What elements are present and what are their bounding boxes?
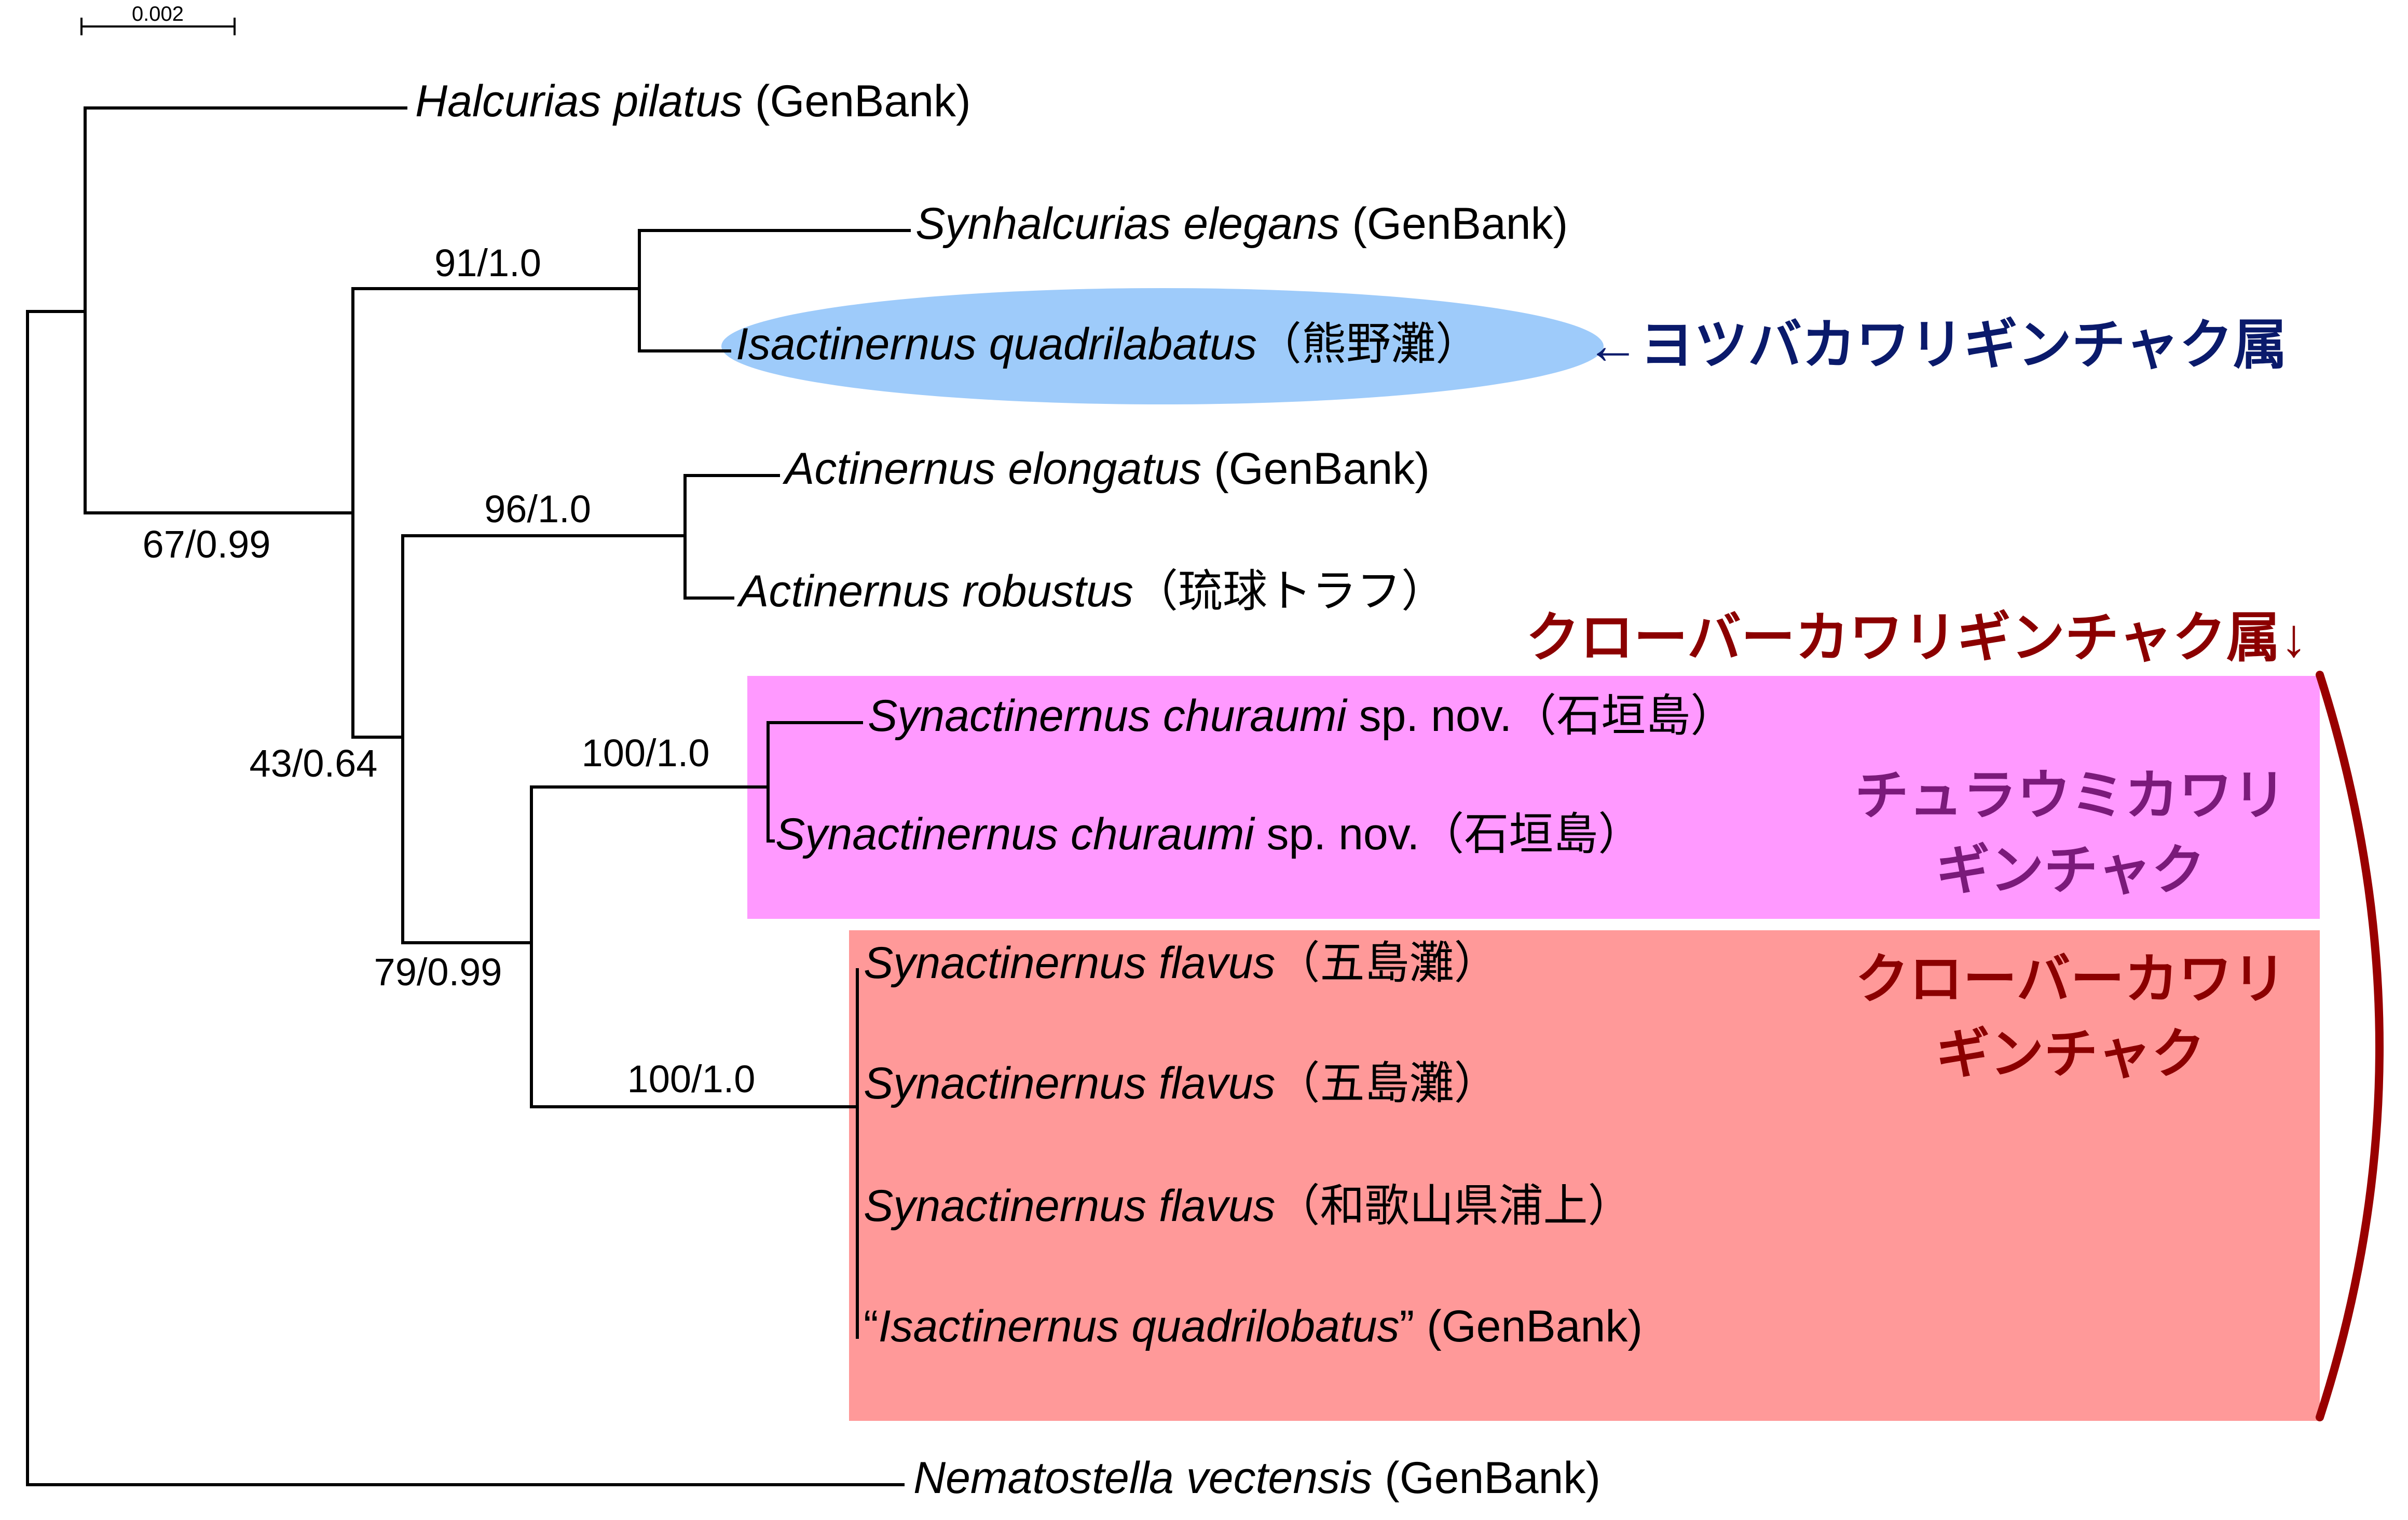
taxon-label: Halcurias pilatus (GenBank)	[415, 76, 971, 126]
taxon-label: Synactinernus churaumi sp. nov.（石垣島）	[868, 691, 1735, 741]
support-label: 100/1.0	[582, 731, 710, 775]
churaumi-label-line1: チュラウミカワリ	[1855, 766, 2287, 826]
support-label: 43/0.64	[250, 742, 378, 785]
support-values: 91/1.0 67/0.99 96/1.0 43/0.64 100/1.0 79…	[143, 241, 756, 1101]
taxon-label: Synactinernus churaumi sp. nov.（石垣島）	[775, 809, 1643, 859]
taxon-label: Actinernus robustus（琉球トラフ）	[736, 566, 1446, 616]
support-label: 67/0.99	[143, 523, 271, 566]
support-label: 96/1.0	[484, 487, 591, 531]
scale-bar: 0.002	[80, 3, 236, 35]
taxon-label: Actinernus elongatus (GenBank)	[782, 444, 1430, 494]
clover-label-line2: ギンチャク	[1936, 1024, 2206, 1084]
taxon-label: Nematostella vectensis (GenBank)	[913, 1453, 1600, 1503]
taxon-label: Synhalcurias elegans (GenBank)	[915, 199, 1568, 249]
churaumi-label-line2: ギンチャク	[1936, 840, 2206, 901]
genus-bracket	[2316, 671, 2384, 1421]
support-label: 91/1.0	[434, 241, 541, 284]
taxon-labels: Halcurias pilatus (GenBank) Synhalcurias…	[415, 76, 1735, 1503]
clover-highlight-box	[849, 930, 2320, 1421]
support-label: 79/0.99	[374, 951, 502, 994]
group-annotations: ←ヨツバカワリギンチャク属 クローバーカワリギンチャク属↓ チュラウミカワリ ギ…	[1526, 315, 2384, 1421]
taxon-label: Synactinernus flavus（五島灘）	[864, 938, 1499, 988]
isactinernus-highlight	[721, 288, 1604, 404]
taxon-label: “Isactinernus quadrilobatus” (GenBank)	[864, 1301, 1643, 1351]
genus-label-yotsuba: ←ヨツバカワリギンチャク属	[1586, 315, 2287, 375]
support-label: 100/1.0	[627, 1057, 756, 1101]
genus-label-clover: クローバーカワリギンチャク属↓	[1526, 608, 2307, 668]
clover-label-line1: クローバーカワリ	[1855, 949, 2287, 1010]
tree-branches	[26, 106, 911, 1486]
taxon-label: Isactinernus quadrilabatus（熊野灘）	[736, 319, 1480, 369]
scale-bar-label: 0.002	[132, 3, 184, 25]
taxon-label: Synactinernus flavus（和歌山県浦上）	[864, 1181, 1633, 1231]
taxon-label: Synactinernus flavus（五島灘）	[864, 1058, 1499, 1108]
churaumi-highlight-box	[747, 676, 2320, 919]
